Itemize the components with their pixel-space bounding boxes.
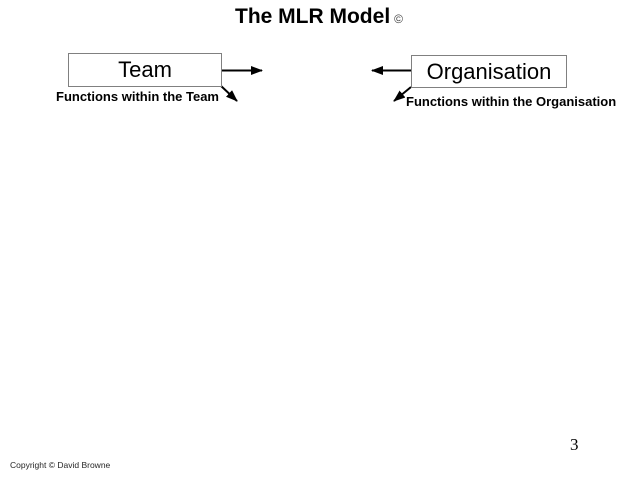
title-copyright-icon: © — [394, 12, 403, 26]
organisation-box[interactable]: Organisation — [411, 55, 567, 88]
copyright-text: Copyright © David Browne — [10, 460, 111, 470]
organisation-functions-label: Functions within the Organisation — [406, 94, 617, 109]
team-functions-label: Functions within the Team — [56, 89, 219, 104]
team-box-label: Team — [118, 57, 172, 82]
page-number: 3 — [570, 435, 579, 454]
team-box[interactable]: Team — [68, 53, 222, 87]
page-title: The MLR Model — [235, 5, 391, 28]
organisation-box-label: Organisation — [426, 58, 552, 84]
title-row: The MLR Model© — [0, 5, 638, 29]
team-functions-arrow-icon — [219, 84, 238, 102]
